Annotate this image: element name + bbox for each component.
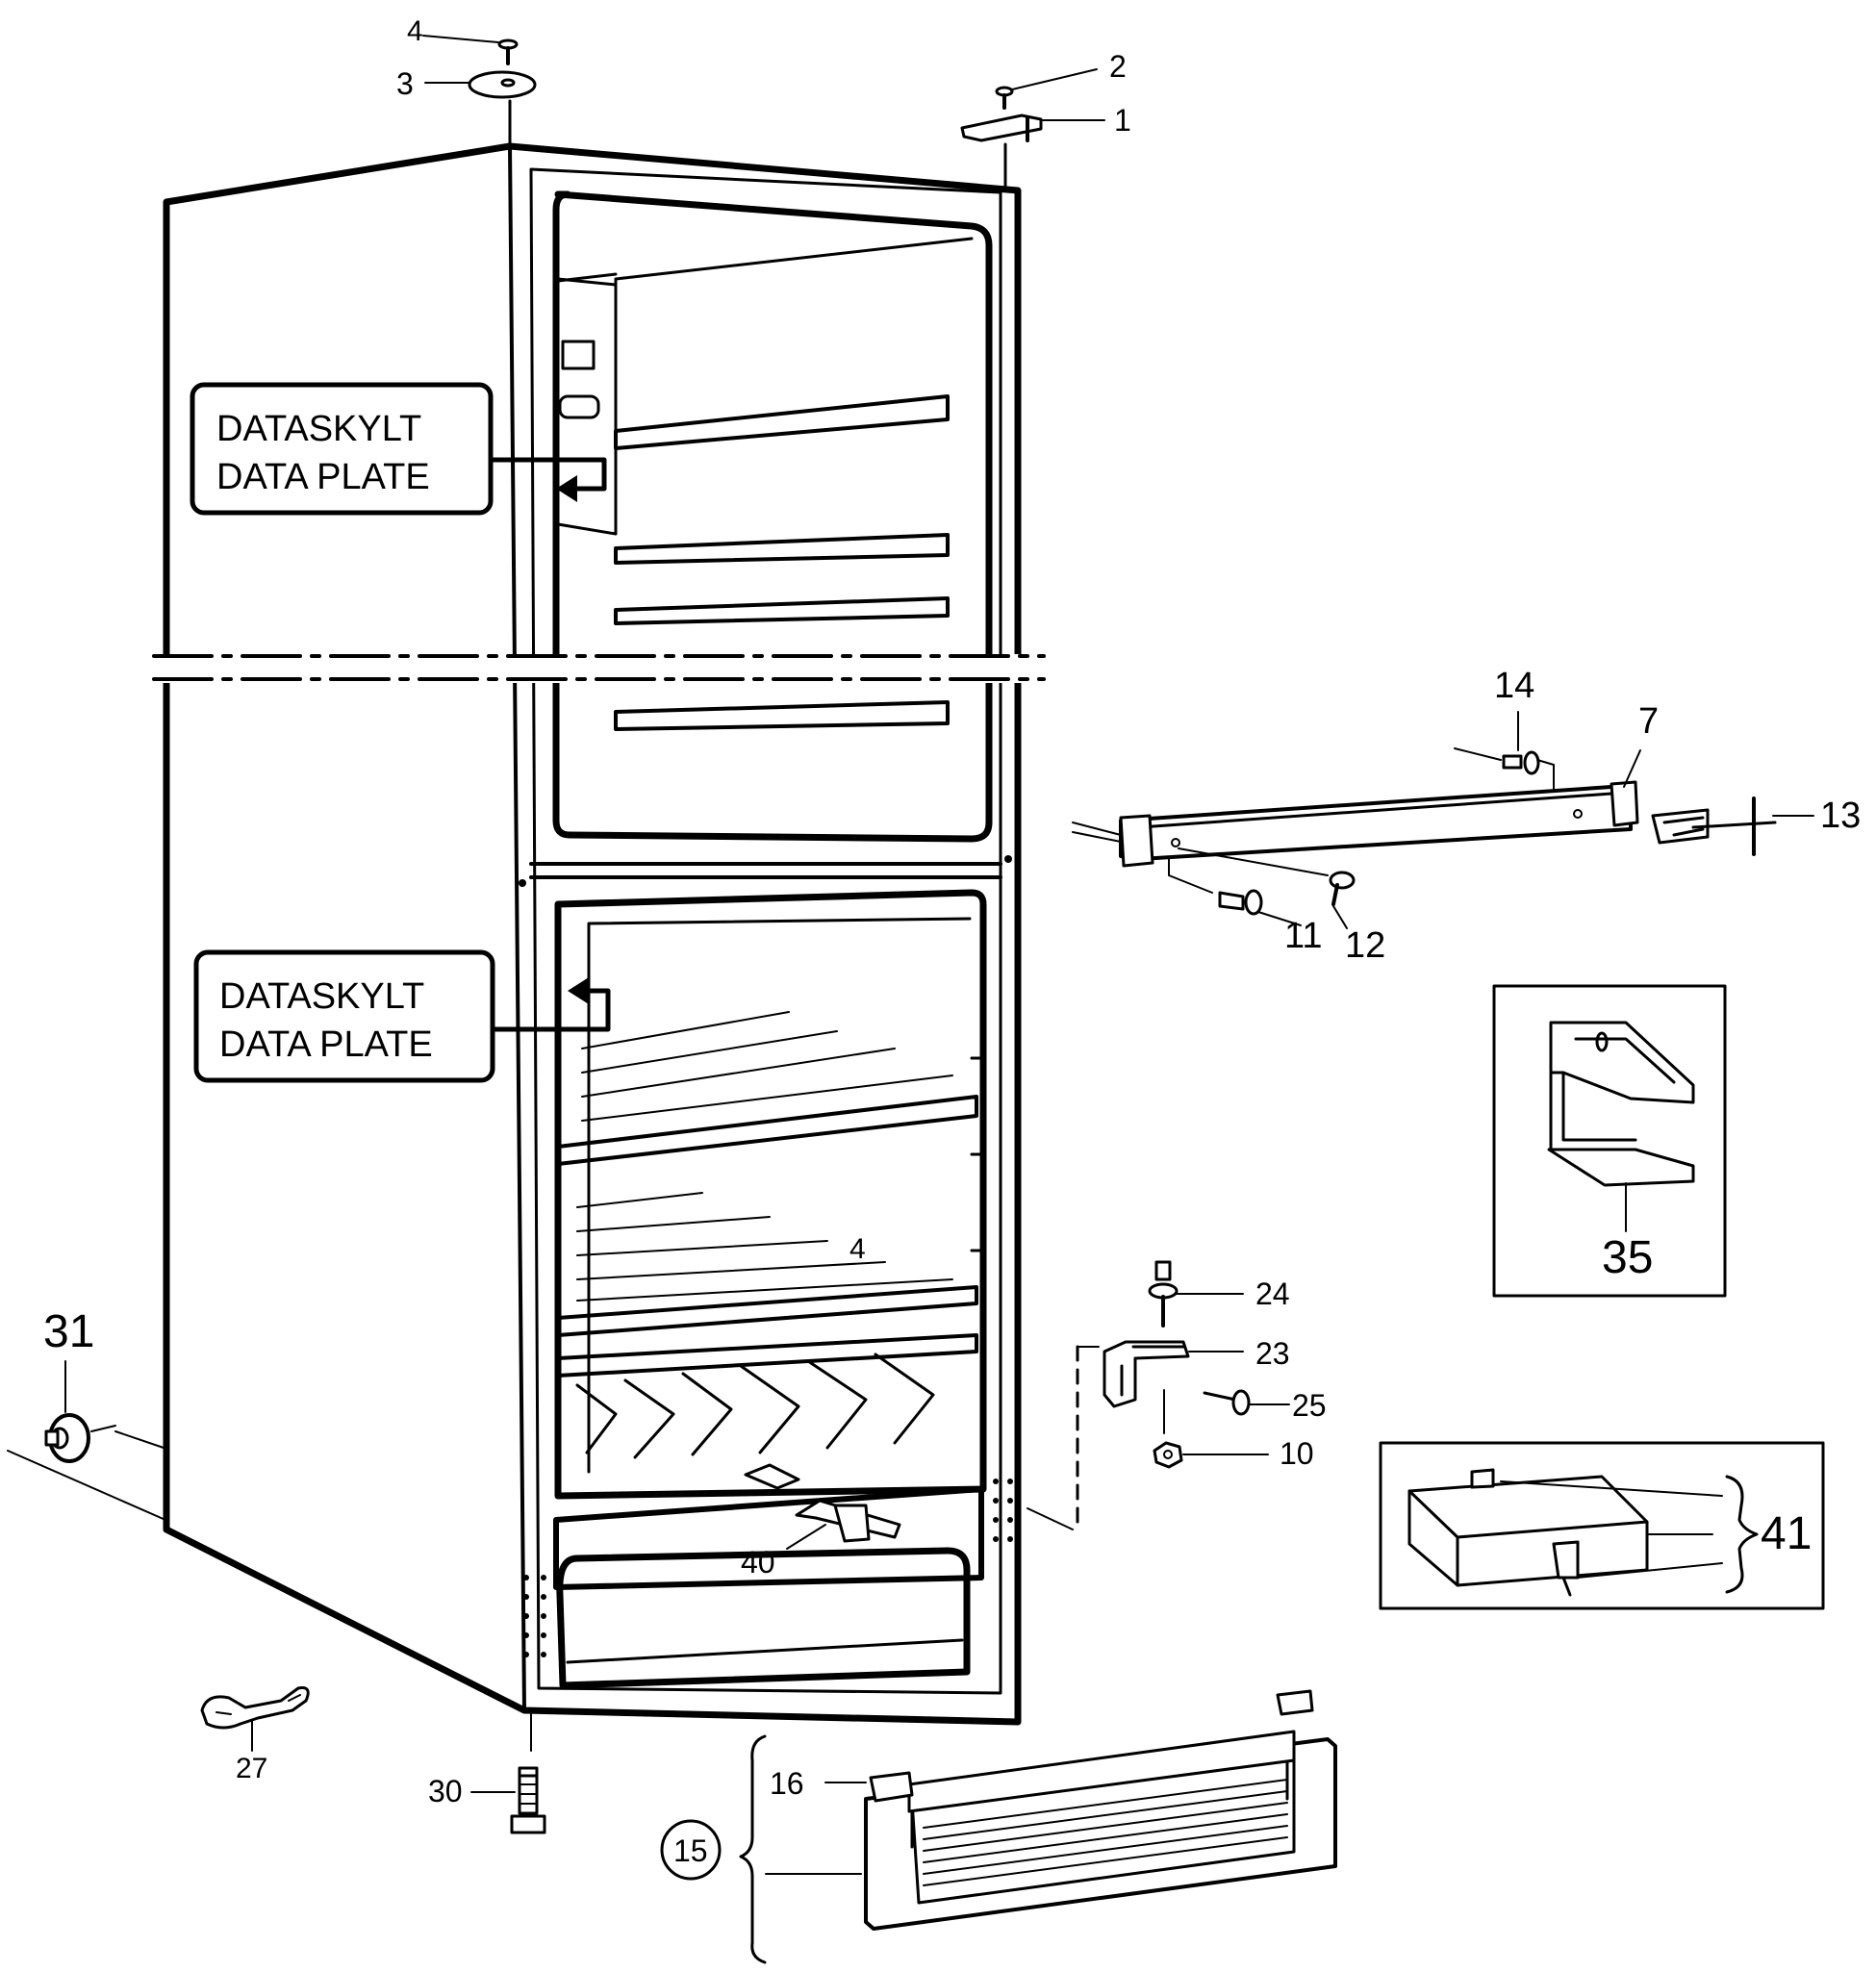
callout-12: 12 bbox=[1345, 925, 1385, 966]
refrigerator-cabinet bbox=[144, 142, 1049, 1726]
clip-icon bbox=[869, 1771, 914, 1803]
hinge-bracket-icon bbox=[1651, 796, 1777, 856]
data-plate-lower-pointer bbox=[490, 988, 611, 1032]
callout-2: 2 bbox=[1109, 49, 1127, 84]
data-plate-upper-line2: DATA PLATE bbox=[216, 457, 430, 497]
screw-icon bbox=[1203, 1389, 1251, 1416]
part-35-box: 35 bbox=[1492, 984, 1727, 1298]
callout-40: 40 bbox=[741, 1545, 775, 1580]
screw-icon bbox=[1218, 889, 1263, 916]
callout-1: 1 bbox=[1114, 103, 1131, 138]
data-plate-upper-line1: DATASKYLT bbox=[216, 409, 421, 449]
data-plate-lower-line1: DATASKYLT bbox=[219, 976, 424, 1017]
hinge-plate-icon bbox=[468, 70, 537, 99]
data-plate-lower: DATASKYLT DATA PLATE bbox=[193, 949, 611, 1083]
callout-30: 30 bbox=[428, 1774, 463, 1808]
bracket-icon bbox=[1103, 1340, 1190, 1408]
callout-16: 16 bbox=[770, 1766, 804, 1801]
mount-holes bbox=[519, 855, 1013, 1657]
clip-icon bbox=[1276, 1689, 1314, 1716]
screw-icon bbox=[995, 86, 1014, 110]
part-41-box: 41 bbox=[1379, 1441, 1825, 1610]
data-plate-lower-line2: DATA PLATE bbox=[219, 1024, 433, 1065]
wrench-part: 27 bbox=[200, 1686, 310, 1784]
callout-4-top: 4 bbox=[407, 15, 423, 47]
callout-13: 13 bbox=[1820, 796, 1861, 836]
callout-7: 7 bbox=[1638, 701, 1659, 742]
callout-14: 14 bbox=[1494, 666, 1534, 706]
door-bar-assembly: 14 7 13 11 12 bbox=[1072, 666, 1861, 966]
bracket-icon bbox=[1547, 1021, 1695, 1187]
kickplate-grille: 16 15 bbox=[660, 1689, 1337, 1964]
callout-41: 41 bbox=[1761, 1508, 1812, 1559]
screw-icon bbox=[1329, 871, 1356, 906]
callout-11: 11 bbox=[1284, 916, 1322, 956]
data-plate-upper-pointer bbox=[488, 457, 607, 492]
callout-27: 27 bbox=[236, 1753, 267, 1784]
top-left-hinge: 4 3 bbox=[396, 15, 537, 148]
data-plate-upper: DATASKYLT DATA PLATE bbox=[190, 382, 607, 516]
wheel-part: 31 bbox=[7, 1306, 166, 1521]
nut-icon bbox=[1153, 1441, 1183, 1469]
pin-icon bbox=[1454, 747, 1540, 775]
handle-part: 40 4 bbox=[741, 1233, 901, 1580]
screw-icon bbox=[497, 38, 519, 65]
callout-23: 23 bbox=[1255, 1336, 1290, 1371]
callout-10: 10 bbox=[1280, 1436, 1314, 1471]
callout-25: 25 bbox=[1292, 1388, 1327, 1423]
leveling-foot-icon bbox=[510, 1766, 546, 1834]
break-line bbox=[144, 654, 1049, 683]
wrench-icon bbox=[200, 1686, 310, 1730]
callout-31: 31 bbox=[43, 1306, 94, 1357]
callout-15: 15 bbox=[673, 1833, 708, 1868]
arrow-icon bbox=[568, 977, 589, 1004]
foot-part: 30 bbox=[428, 1711, 546, 1834]
callout-35: 35 bbox=[1602, 1232, 1653, 1283]
bolt-icon bbox=[1148, 1260, 1179, 1327]
foot-bracket-parts: 24 23 25 10 bbox=[1027, 1260, 1327, 1531]
hinge-bracket-icon bbox=[960, 114, 1043, 142]
callout-4-shelf: 4 bbox=[849, 1233, 866, 1265]
handle-icon bbox=[744, 1463, 901, 1543]
callout-24: 24 bbox=[1255, 1277, 1290, 1311]
callout-3: 3 bbox=[396, 66, 414, 101]
top-right-hinge: 2 1 bbox=[960, 49, 1131, 192]
arrow-icon bbox=[556, 475, 577, 502]
wheel-icon bbox=[44, 1413, 90, 1463]
